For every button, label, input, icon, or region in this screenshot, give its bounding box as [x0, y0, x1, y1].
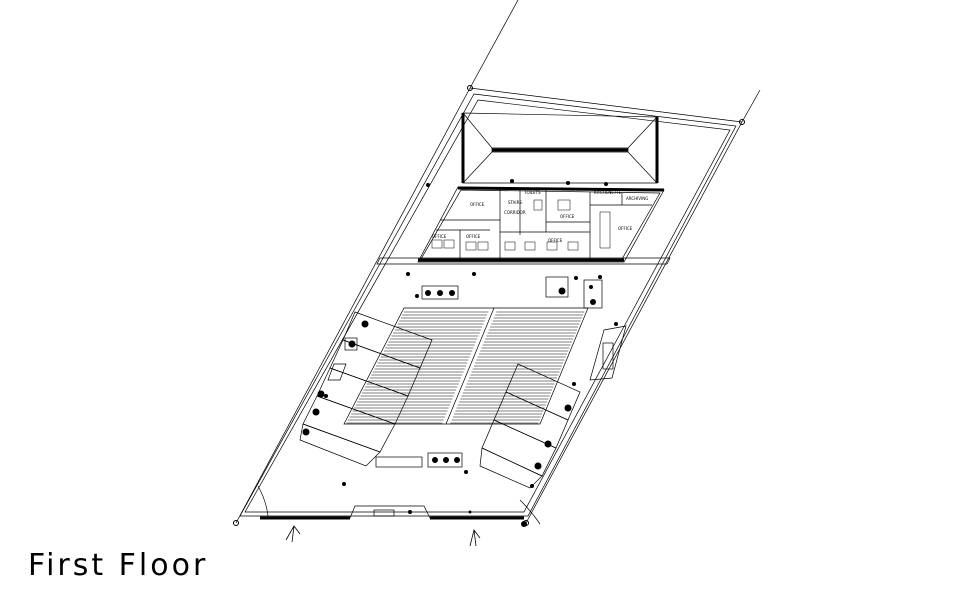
conference-table [599, 211, 611, 249]
drawing-title: First Floor [28, 548, 209, 583]
roof-ridge [462, 151, 493, 184]
stair-right [589, 325, 627, 381]
desk [504, 241, 516, 251]
column [574, 276, 578, 280]
column [317, 390, 325, 398]
corridor-band [376, 257, 671, 265]
entry-arrow-icon [285, 525, 301, 543]
stair-treads [602, 342, 614, 370]
column [464, 470, 468, 474]
column [589, 285, 593, 289]
desk [533, 199, 543, 211]
column [425, 290, 431, 296]
column [408, 510, 412, 514]
site-boundary-line [469, 0, 519, 89]
site-boundary-line [741, 89, 761, 123]
column [361, 320, 369, 328]
column [564, 404, 572, 412]
parking-bay [329, 339, 421, 397]
room-label-office: OFFICE [466, 234, 481, 239]
roof-ridge [462, 112, 493, 149]
room-label-office: OFFICE [618, 226, 633, 231]
column [449, 290, 455, 296]
column [467, 85, 473, 91]
desk [477, 241, 489, 251]
lift-box [344, 337, 358, 351]
column [426, 183, 430, 187]
column [432, 457, 438, 463]
door-arc [257, 485, 269, 517]
column [437, 290, 443, 296]
column [572, 382, 576, 386]
room-label-toilets: TOILETS [523, 190, 541, 195]
desk [567, 241, 579, 251]
entrance [349, 505, 431, 519]
parking-bay [505, 363, 581, 421]
site-boundary-line [525, 121, 743, 524]
column [342, 482, 346, 486]
column-block [427, 452, 463, 468]
column [558, 287, 566, 295]
building-outline [239, 93, 737, 517]
room-label-stair: STAIRS [508, 200, 522, 205]
column [590, 299, 596, 305]
atrium-divider [445, 307, 495, 425]
desk [465, 241, 477, 251]
room-label-office: OFFICE [548, 238, 563, 243]
column-block [421, 285, 459, 300]
entry-arrow-icon [469, 529, 481, 547]
parking-bay [481, 419, 557, 477]
desk [443, 239, 455, 249]
shaft [545, 276, 569, 298]
column [312, 408, 320, 416]
column [534, 462, 542, 470]
column [530, 484, 534, 488]
column [739, 119, 745, 125]
site-boundary-line [469, 87, 743, 123]
column [302, 428, 310, 436]
room-label-corridor: CORRIDOR [504, 210, 526, 215]
desk [557, 199, 571, 211]
column [454, 457, 460, 463]
stair-left [327, 363, 347, 381]
room-label-office: OFFICE [432, 234, 447, 239]
column [415, 294, 419, 298]
room-label-kitchenette: KITCHENETTE [594, 190, 622, 195]
column [406, 272, 410, 276]
heavy-wall [457, 186, 665, 192]
building-inner-outline [244, 99, 731, 513]
column [598, 275, 602, 279]
room-label-archive: ARCHIVING [626, 196, 648, 201]
parking-bay [299, 423, 381, 467]
column [443, 457, 449, 463]
roof-ridge [627, 116, 658, 149]
column [566, 181, 570, 185]
desk [546, 241, 558, 251]
atrium-roof [343, 307, 589, 425]
column [544, 440, 552, 448]
column [324, 394, 328, 398]
atrium-hatch [346, 311, 585, 424]
room-label-office: OFFICE [560, 214, 575, 219]
door-arc [519, 499, 541, 525]
column [348, 340, 356, 348]
roof-ridge [627, 151, 658, 184]
column [510, 179, 514, 183]
reception-desk [373, 509, 395, 517]
column [614, 322, 618, 326]
desk [431, 239, 443, 249]
office-block-inner [420, 189, 661, 260]
room-label-office: OFFICE [470, 202, 485, 207]
column [472, 272, 476, 276]
site-boundary-line [235, 87, 471, 524]
column [233, 520, 239, 526]
column [468, 510, 472, 514]
stair-bottom [375, 456, 423, 468]
shaft [583, 279, 603, 309]
column [604, 182, 608, 186]
desk [524, 241, 536, 251]
column [521, 521, 527, 527]
parking-bay [479, 447, 543, 489]
